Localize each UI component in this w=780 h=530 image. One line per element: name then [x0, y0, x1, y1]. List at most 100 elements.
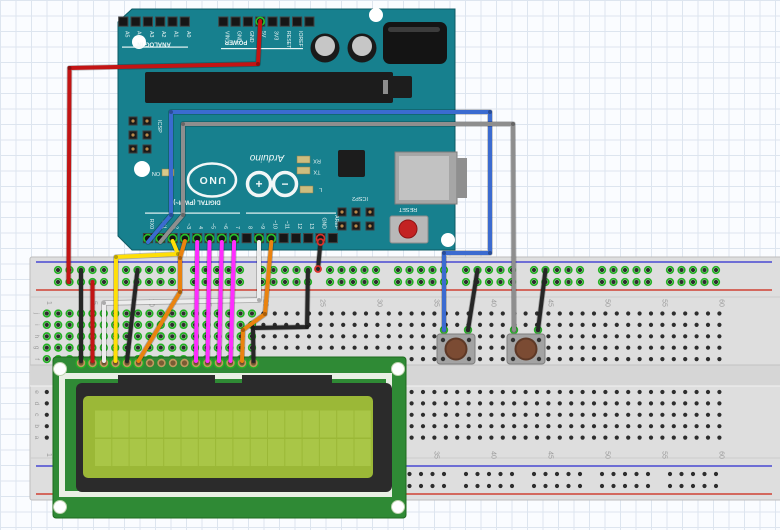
breadboard-hole [690, 483, 696, 489]
wire-bendpoint[interactable] [181, 213, 185, 217]
breadboard-hole [463, 279, 469, 285]
wire-bendpoint[interactable] [169, 213, 173, 217]
wire-orange-pin10-lcd15[interactable] [240, 240, 274, 363]
header-pin[interactable] [179, 16, 190, 27]
breadboard-hole [580, 311, 585, 316]
wire-bendpoint[interactable] [102, 301, 106, 305]
wire-bendpoint[interactable] [256, 62, 260, 66]
wire-magenta-pin6-lcd13[interactable] [217, 240, 224, 363]
header-pin[interactable] [292, 16, 303, 27]
breadboard-hole [203, 267, 208, 273]
lcd-pin[interactable] [157, 358, 166, 368]
wire-bendpoint[interactable] [263, 312, 267, 316]
breadboard-hole [702, 471, 707, 477]
breadboard-hole [683, 389, 688, 395]
arduino-uno-board[interactable]: Arduino UNO + − DIGITAL (PWM~) ANALOG IN… [117, 8, 467, 251]
lcd-pin[interactable] [145, 358, 155, 368]
wire-bendpoint[interactable] [251, 326, 255, 330]
button-cap[interactable] [444, 337, 468, 361]
breadboard-hole [443, 401, 448, 406]
breadboard-hole [375, 334, 380, 339]
breadboard-hole [341, 334, 346, 339]
header-pin[interactable] [304, 16, 315, 27]
header-pin[interactable] [279, 16, 290, 27]
header-pin[interactable] [118, 16, 129, 27]
breadboard-hole [660, 311, 665, 316]
wire-bendpoint[interactable] [114, 255, 118, 259]
header-pin[interactable] [303, 233, 314, 244]
header-pin[interactable] [230, 16, 241, 27]
header-pin[interactable] [142, 16, 154, 27]
header-pin[interactable] [290, 233, 301, 244]
breadboard-hole [363, 345, 369, 350]
wire-bendpoint[interactable] [169, 110, 173, 114]
wire-bendpoint[interactable] [178, 290, 182, 294]
header-pin[interactable] [327, 233, 338, 244]
breadboard-hole [648, 345, 654, 350]
wire-orange-pin3-lcd6[interactable] [136, 239, 187, 363]
wire-black-rail-lcd5[interactable] [125, 268, 140, 363]
header-pin[interactable] [267, 16, 278, 27]
wire-magenta-pin4-lcd11[interactable] [194, 240, 200, 363]
wire-black-gnd-rail[interactable] [316, 240, 323, 271]
breadboard-hole [124, 311, 129, 316]
breadboard-hole [329, 345, 334, 350]
breadboard-hole [295, 311, 300, 316]
wire-bendpoint[interactable] [488, 251, 492, 255]
wire-yellow-pin2-lcd4[interactable] [113, 239, 180, 363]
breadboard-hole [523, 311, 528, 316]
lcd-16x2-display[interactable] [52, 356, 407, 519]
wire-bendpoint[interactable] [67, 66, 72, 70]
wire-bendpoint[interactable] [442, 251, 446, 255]
header-pin[interactable] [218, 16, 229, 27]
breadboard-hole [637, 435, 642, 440]
header-pin[interactable] [155, 16, 166, 27]
breadboard-hole [580, 357, 585, 362]
reset-button[interactable] [398, 219, 418, 239]
breadboard-hole [694, 435, 699, 440]
header-pin[interactable] [241, 233, 252, 244]
wire-black-button2-gnd[interactable] [536, 268, 548, 332]
breadboard-hole [271, 267, 276, 273]
breadboard-hole [614, 389, 619, 395]
wire-white-pin9-lcd3[interactable] [102, 240, 261, 363]
breadboard-hole [466, 412, 471, 417]
wire-magenta-pin7-lcd14[interactable] [228, 240, 237, 363]
wire-bendpoint[interactable] [181, 122, 185, 126]
wire-magenta-pin5-lcd12[interactable] [205, 240, 212, 363]
wire-bendpoint[interactable] [178, 256, 182, 260]
breadboard-hole [683, 311, 688, 316]
row-letter: d [33, 402, 40, 406]
wire-black-button1-gnd[interactable] [466, 268, 480, 332]
lcd-mounting-hole [391, 362, 405, 376]
breadboard-hole [44, 435, 49, 440]
button-cap[interactable] [514, 337, 538, 361]
wire-black-rail-lcd16[interactable] [251, 268, 310, 363]
header-pin[interactable] [130, 16, 141, 27]
header-pin[interactable] [278, 233, 289, 244]
breadboard-hole [566, 471, 571, 477]
arduino-pcb[interactable] [117, 8, 456, 251]
breadboard-hole [477, 424, 483, 429]
wire-red-5v-rail[interactable] [66, 19, 263, 284]
breadboard-hole [214, 267, 220, 273]
wire-bendpoint[interactable] [305, 325, 309, 329]
capacitor-1-top [315, 36, 335, 56]
breadboard-hole [546, 334, 551, 339]
column-number: 45 [546, 451, 553, 459]
lcd-bezel-tab [242, 375, 332, 384]
pushbutton-1[interactable] [436, 325, 476, 365]
logo-plus: + [255, 177, 262, 191]
header-pin[interactable] [167, 16, 178, 27]
wire-bendpoint[interactable] [257, 298, 261, 302]
lcd-pin[interactable] [180, 358, 189, 368]
breadboard-hole [339, 267, 344, 273]
wire-bendpoint[interactable] [488, 110, 492, 114]
header-pin[interactable] [242, 16, 254, 27]
wire-bendpoint[interactable] [511, 122, 515, 126]
breadboard-hole [489, 435, 494, 440]
lcd-pin[interactable] [168, 358, 178, 368]
wire-bendpoint[interactable] [241, 328, 245, 332]
breadboard-hole [591, 311, 597, 316]
